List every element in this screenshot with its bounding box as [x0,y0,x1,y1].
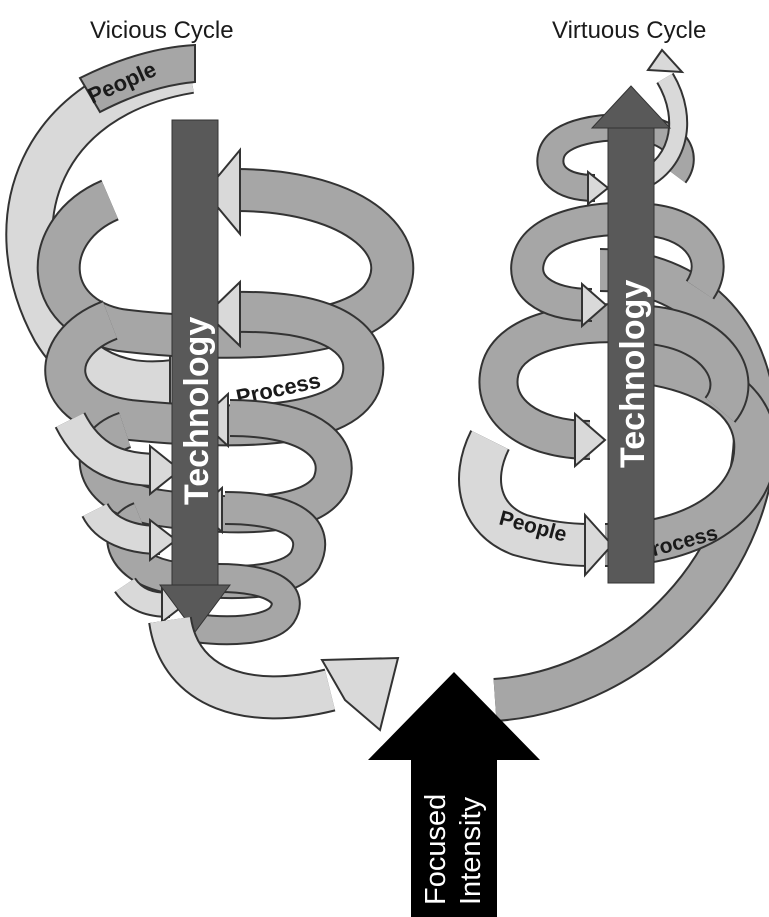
virtuous-cycle-title: Virtuous Cycle [552,17,706,44]
virtuous-coil-2 [478,303,750,469]
focused-intensity-arrow: Focused Intensity [368,672,540,917]
focus-label-line2: Intensity [455,797,487,905]
vicious-cycle: People Process [5,43,415,732]
focus-label-line1: Focused [420,794,452,905]
vicious-coil-5 [193,563,301,646]
vicious-inner-arrows [54,411,186,625]
vicious-cycle-title: Vicious Cycle [90,17,234,44]
virtuous-coil-3 [510,201,725,329]
vicious-coil-1 [36,147,415,359]
virtuous-technology-bar: Technology [590,85,672,584]
virtuous-technology-label: Technology [614,280,652,468]
vicious-technology-label: Technology [178,317,216,505]
vicious-exit-ribbon [148,615,400,732]
virtuous-coil-bottom: People Process [458,338,769,578]
virtuous-cycle: People Process [458,48,769,722]
vicious-technology-bar: Technology [159,119,231,633]
